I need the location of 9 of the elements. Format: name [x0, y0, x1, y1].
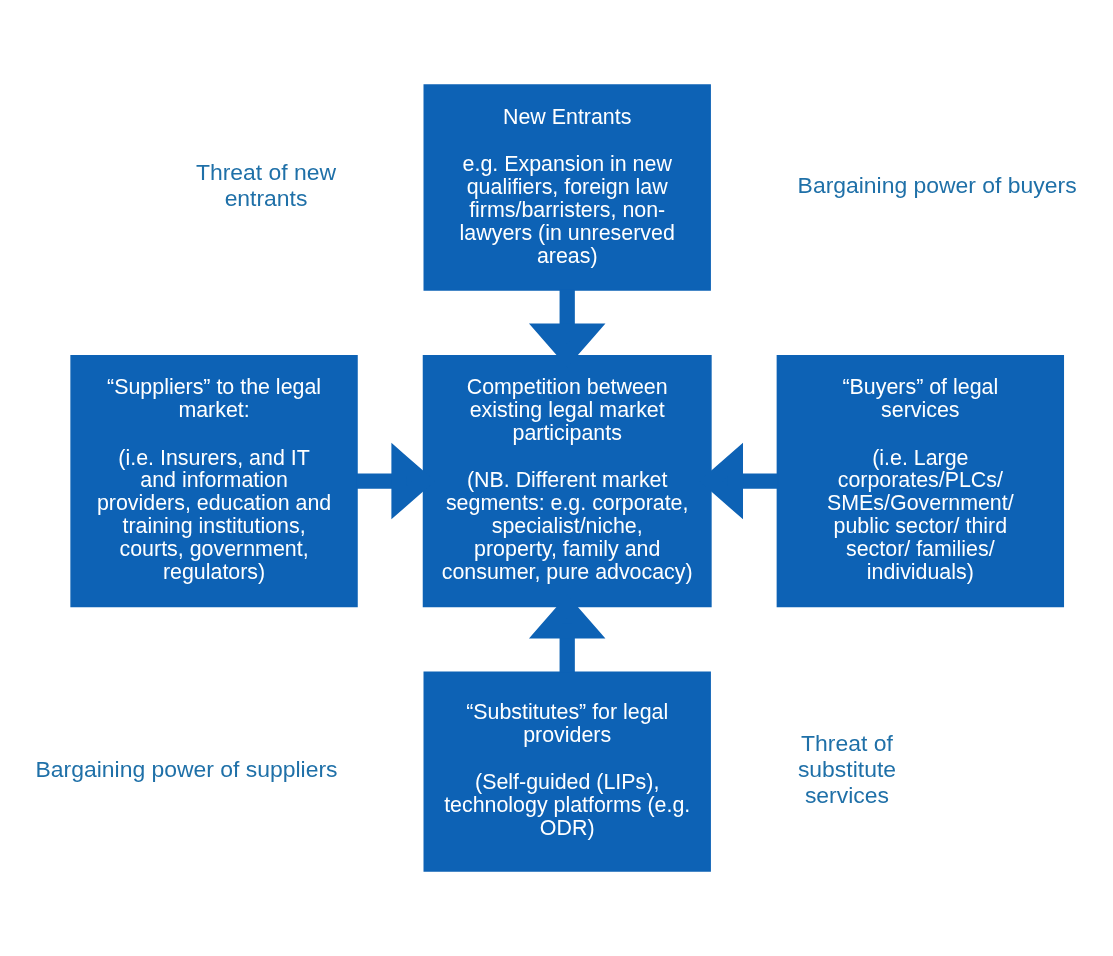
- label: Bargaining power of suppliers: [35, 755, 338, 782]
- label: Threat of substitute services: [797, 729, 897, 808]
- node-box: “Substitutes” for legal providers (Self-guided (LIPs), technology platforms (e.g. ODR): [423, 671, 711, 872]
- label: Threat of new entrants: [195, 158, 337, 211]
- node-box: “Suppliers” to the legal market: (i.e. Insurers, and IT and information providers, education and training institutions, courts, government, regulators): [70, 354, 358, 608]
- node-box: “Buyers” of legal services (i.e. Large corporates/PLCs/ SMEs/Government/ public sector/ third sector/ families/ individuals): [776, 354, 1065, 608]
- node-box: Competition between existing legal market participants (NB. Different market segments: e.g. corporate, specialist/niche, property, family and consumer, pure advocacy): [422, 354, 712, 608]
- label: Bargaining power of buyers: [797, 171, 1077, 198]
- node-box: New Entrants e.g. Expansion in new qualifiers, foreign law firms/barristers, non-lawyers (in unreserved areas): [423, 84, 711, 291]
